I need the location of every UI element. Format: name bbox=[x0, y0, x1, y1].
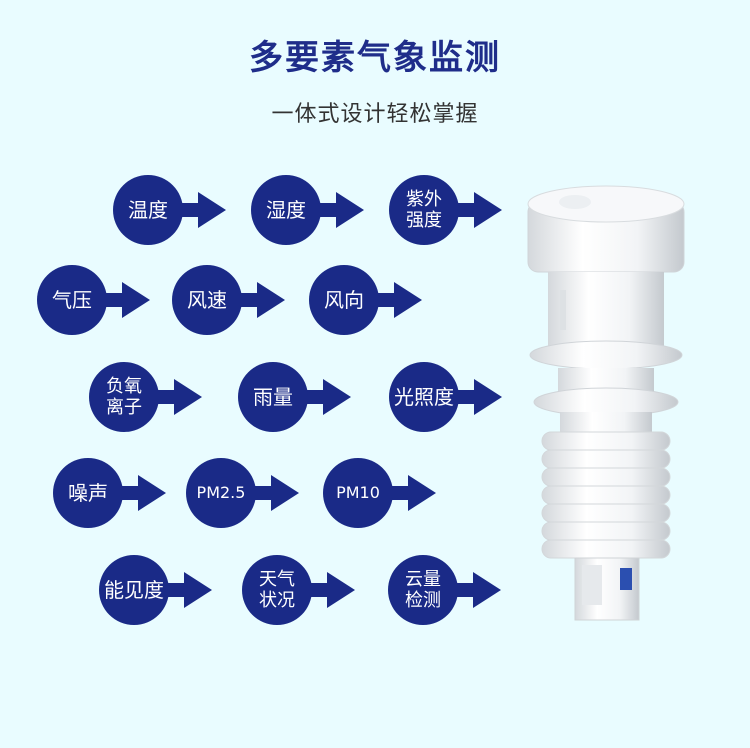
feature-item: 湿度 bbox=[250, 174, 400, 246]
circle-arrow-icon bbox=[113, 175, 226, 245]
feature-label: 云量 检测 bbox=[405, 569, 441, 611]
feature-label: 光照度 bbox=[394, 385, 454, 409]
feature-item: 温度 bbox=[112, 174, 262, 246]
circle-arrow-icon bbox=[251, 175, 364, 245]
feature-item: 雨量 bbox=[237, 361, 387, 433]
page-subtitle: 一体式设计轻松掌握 bbox=[271, 102, 479, 127]
feature-item: 紫外 强度 bbox=[388, 174, 538, 246]
circle-arrow-icon bbox=[242, 555, 355, 625]
feature-label: 温度 bbox=[128, 198, 168, 222]
feature-item: 云量 检测 bbox=[387, 554, 537, 626]
feature-item: 光照度 bbox=[388, 361, 538, 433]
page-title: 多要素气象监测 bbox=[249, 38, 501, 78]
feature-label: 能见度 bbox=[104, 578, 164, 602]
weather-sensor-image bbox=[527, 185, 685, 621]
feature-item: 负氧 离子 bbox=[88, 361, 238, 433]
feature-item: 天气 状况 bbox=[241, 554, 391, 626]
feature-item: PM10 bbox=[322, 457, 472, 529]
feature-label: 噪声 bbox=[68, 481, 108, 505]
circle-arrow-icon bbox=[323, 458, 436, 528]
feature-item: 气压 bbox=[36, 264, 186, 336]
feature-label: 风速 bbox=[187, 288, 227, 312]
feature-item: PM2.5 bbox=[185, 457, 335, 529]
circle-arrow-icon bbox=[37, 265, 150, 335]
feature-label: 天气 状况 bbox=[259, 569, 295, 611]
feature-label: 雨量 bbox=[253, 385, 293, 409]
feature-label: 风向 bbox=[324, 288, 364, 312]
circle-arrow-icon bbox=[309, 265, 422, 335]
circle-arrow-icon bbox=[172, 265, 285, 335]
feature-label: 紫外 强度 bbox=[406, 189, 442, 231]
circle-arrow-icon bbox=[99, 555, 212, 625]
feature-label: 气压 bbox=[52, 288, 92, 312]
circle-arrow-icon bbox=[389, 175, 502, 245]
feature-label: 湿度 bbox=[266, 198, 306, 222]
feature-label: 负氧 离子 bbox=[106, 376, 142, 418]
feature-label: PM2.5 bbox=[196, 483, 246, 502]
feature-item: 噪声 bbox=[52, 457, 202, 529]
feature-item: 风速 bbox=[171, 264, 321, 336]
feature-item: 风向 bbox=[308, 264, 458, 336]
circle-arrow-icon bbox=[186, 458, 299, 528]
circle-arrow-icon bbox=[238, 362, 351, 432]
feature-item: 能见度 bbox=[98, 554, 248, 626]
circle-arrow-icon bbox=[53, 458, 166, 528]
circle-arrow-icon bbox=[389, 362, 502, 432]
feature-label: PM10 bbox=[336, 483, 380, 502]
circle-arrow-icon bbox=[89, 362, 202, 432]
circle-arrow-icon bbox=[388, 555, 501, 625]
